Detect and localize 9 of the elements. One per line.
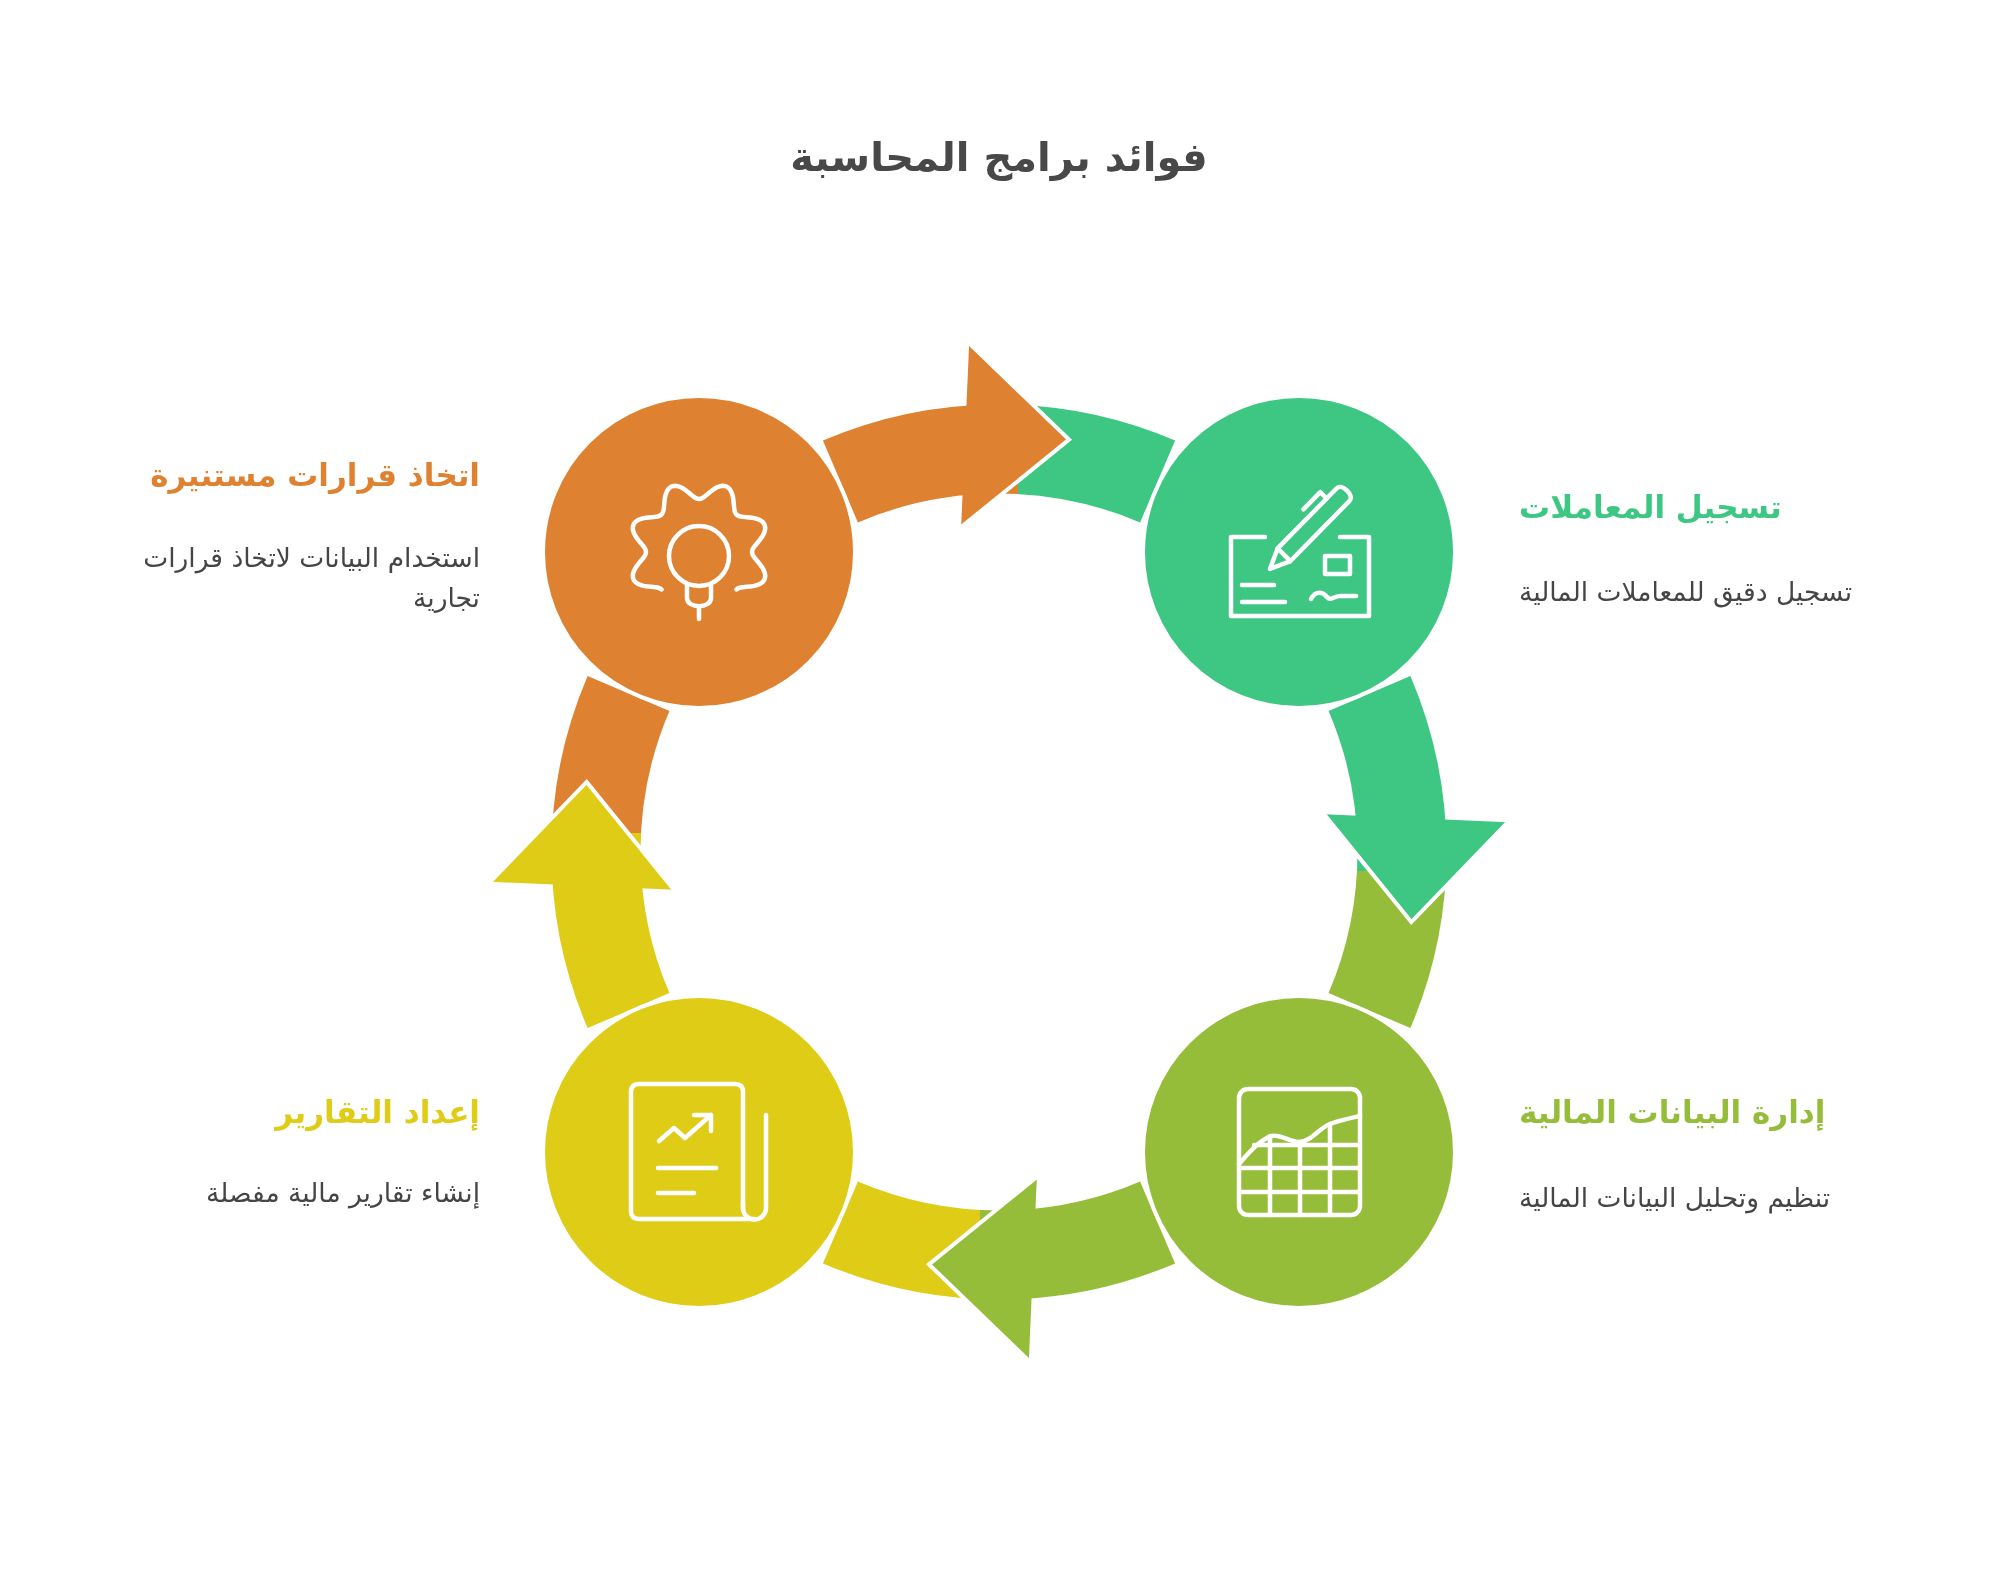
heading: إعداد التقارير: [275, 1092, 480, 1133]
title: فوائد برامج المحاسبة: [790, 133, 1208, 183]
heading: إدارة البيانات المالية: [1519, 1092, 1826, 1133]
description: تنظيم وتحليل البيانات المالية: [1519, 1180, 1831, 1216]
description: إنشاء تقارير مالية مفصلة: [206, 1175, 480, 1211]
heading: تسجيل المعاملات: [1519, 487, 1782, 527]
heading: اتخاذ قرارات مستنيرة: [150, 455, 480, 496]
description: استخدام البيانات لاتخاذ قرارات تجارية: [142, 541, 480, 615]
description: تسجيل دقيق للمعاملات المالية: [1519, 574, 1853, 610]
